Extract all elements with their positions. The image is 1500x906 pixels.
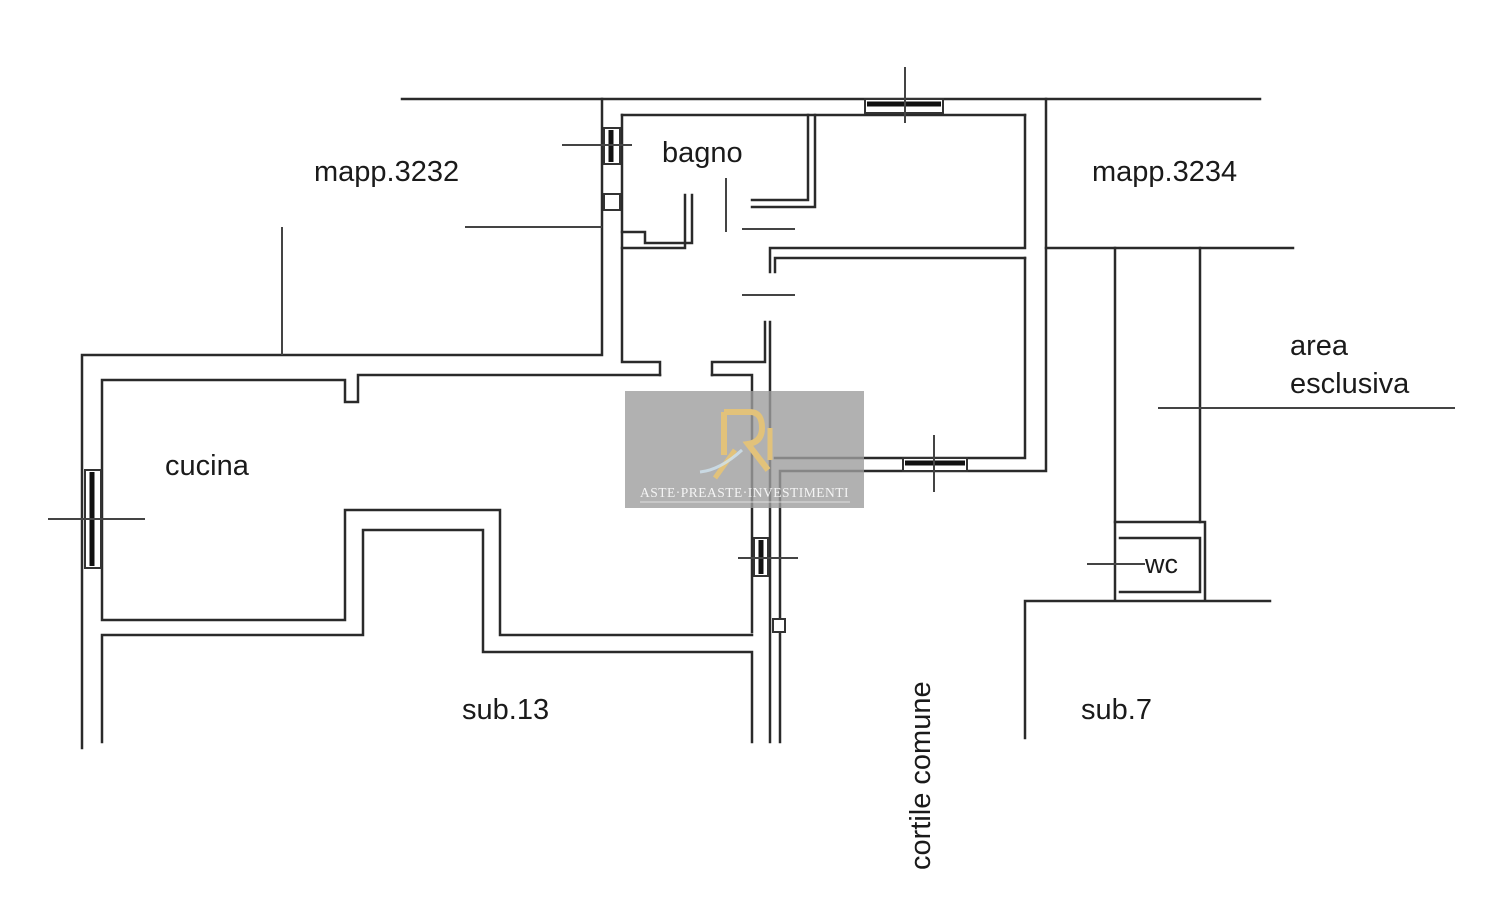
label-area: area: [1290, 330, 1349, 362]
label-bagno: bagno: [662, 137, 743, 169]
windows: [48, 67, 968, 633]
label-sub-13: sub.13: [462, 694, 549, 726]
label-wc: wc: [1144, 549, 1178, 579]
label-cortile-comune: cortile comune: [905, 681, 937, 870]
label-cucina: cucina: [165, 450, 250, 482]
label-esclusiva: esclusiva: [1290, 368, 1410, 400]
label-mapp-3234: mapp.3234: [1092, 156, 1237, 188]
label-sub-7: sub.7: [1081, 694, 1152, 726]
watermark-text: ASTE·PREASTE·INVESTIMENTI: [640, 485, 849, 500]
walls: [80, 97, 1455, 750]
room-labels: mapp.3232 bagno mapp.3234 area esclusiva…: [165, 137, 1410, 870]
label-mapp-3232: mapp.3232: [314, 156, 459, 188]
watermark-logo-icon: [699, 409, 773, 480]
watermark: ASTE·PREASTE·INVESTIMENTI: [625, 391, 864, 508]
